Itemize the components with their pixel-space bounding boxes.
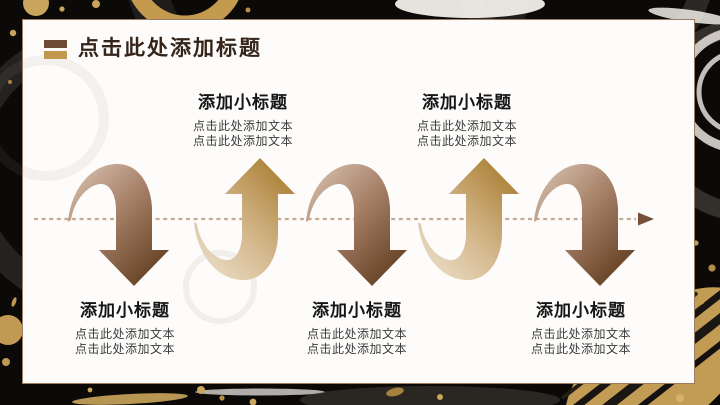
block-line: 点击此处添加文本 bbox=[192, 134, 293, 148]
icon-bar-gold bbox=[44, 51, 67, 59]
block-line: 点击此处添加文本 bbox=[192, 119, 293, 133]
double-bars-icon bbox=[44, 40, 67, 59]
block-line: 点击此处添加文本 bbox=[416, 134, 517, 148]
icon-bar-dark bbox=[44, 40, 67, 48]
block-line: 点击此处添加文本 bbox=[306, 327, 407, 341]
block-line: 点击此处添加文本 bbox=[74, 327, 175, 341]
slide-title[interactable]: 点击此处添加标题 bbox=[78, 36, 262, 60]
text-block-bottom-2[interactable]: 添加小标题 点击此处添加文本 点击此处添加文本 bbox=[252, 296, 462, 357]
block-heading: 添加小标题 bbox=[312, 301, 402, 320]
text-block-top-1[interactable]: 添加小标题 点击此处添加文本 点击此处添加文本 bbox=[138, 88, 348, 149]
text-block-bottom-1[interactable]: 添加小标题 点击此处添加文本 点击此处添加文本 bbox=[20, 296, 230, 357]
block-line: 点击此处添加文本 bbox=[74, 342, 175, 356]
block-line: 点击此处添加文本 bbox=[306, 342, 407, 356]
block-heading: 添加小标题 bbox=[536, 301, 626, 320]
block-heading: 添加小标题 bbox=[198, 93, 288, 112]
text-block-top-2[interactable]: 添加小标题 点击此处添加文本 点击此处添加文本 bbox=[362, 88, 572, 149]
block-heading: 添加小标题 bbox=[422, 93, 512, 112]
block-heading: 添加小标题 bbox=[80, 301, 170, 320]
block-line: 点击此处添加文本 bbox=[530, 342, 631, 356]
title-row: 点击此处添加标题 bbox=[44, 36, 262, 60]
block-line: 点击此处添加文本 bbox=[416, 119, 517, 133]
text-block-bottom-3[interactable]: 添加小标题 点击此处添加文本 点击此处添加文本 bbox=[476, 296, 686, 357]
block-line: 点击此处添加文本 bbox=[530, 327, 631, 341]
